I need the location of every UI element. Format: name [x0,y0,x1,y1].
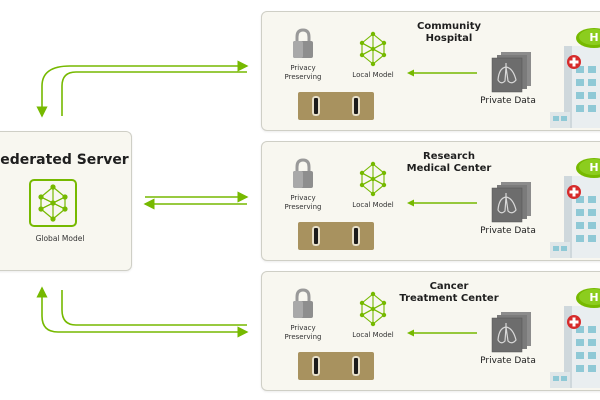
site-title: Community Hospital [394,21,504,45]
site-title-line2: Medical Center [406,163,492,174]
hospital-building-icon: H [550,288,600,388]
federated-server-box: Federated Server Global Model [0,131,132,271]
arrow-from-site-0 [61,71,247,116]
server-title: Federated Server [0,152,129,168]
hospital-sign-text: H [589,31,598,44]
local-model-label: Local Model [352,71,394,79]
site-box-research-medical-center: Research Medical Center Privacy Preservi… [261,141,600,261]
lung-scan-icon [491,312,531,353]
encrypted-meter-icon [298,352,374,380]
site-box-cancer-treatment-center: Cancer Treatment Center Privacy Preservi… [261,271,600,391]
data-to-model-arrow [407,69,477,77]
site-title-line1: Research [423,151,475,162]
local-model-neural-network-icon [359,291,387,327]
hospital-building-icon: H [550,28,600,128]
private-data-label: Private Data [480,96,536,106]
lung-scan-icon [491,52,531,93]
lock-icon [293,28,313,58]
local-model-neural-network-icon [359,161,387,197]
data-to-model-arrow [407,199,477,207]
site-title-line2: Hospital [425,33,473,44]
site-title-line1: Community [416,21,481,32]
site-title-line1: Cancer [429,281,469,292]
hospital-sign-text: H [589,291,598,304]
privacy-preserving-label: Privacy Preserving [284,64,322,81]
lung-scan-icon [491,182,531,223]
encrypted-meter-icon [298,222,374,250]
site-title-line2: Treatment Center [399,293,499,304]
local-model-label: Local Model [352,201,394,209]
global-model-label: Global Model [35,234,85,243]
global-model-neural-network-icon [29,179,77,227]
encrypted-meter-icon [298,92,374,120]
hospital-sign-text: H [589,161,598,174]
privacy-preserving-label: Privacy Preserving [284,324,322,341]
lock-icon [293,288,313,318]
arrow-to-server-bottom [61,290,247,326]
site-title: Research Medical Center [394,151,504,175]
hospital-building-icon: H [550,158,600,258]
local-model-label: Local Model [352,331,394,339]
lock-icon [293,158,313,188]
privacy-preserving-label: Privacy Preserving [284,194,322,211]
site-title: Cancer Treatment Center [394,281,504,305]
local-model-neural-network-icon [359,31,387,67]
private-data-label: Private Data [480,356,536,366]
private-data-label: Private Data [480,226,536,236]
arrow-from-server-bottom [41,290,249,338]
site-box-community-hospital: Community Hospital Privacy Preserving Lo… [261,11,600,131]
data-to-model-arrow [407,329,477,337]
